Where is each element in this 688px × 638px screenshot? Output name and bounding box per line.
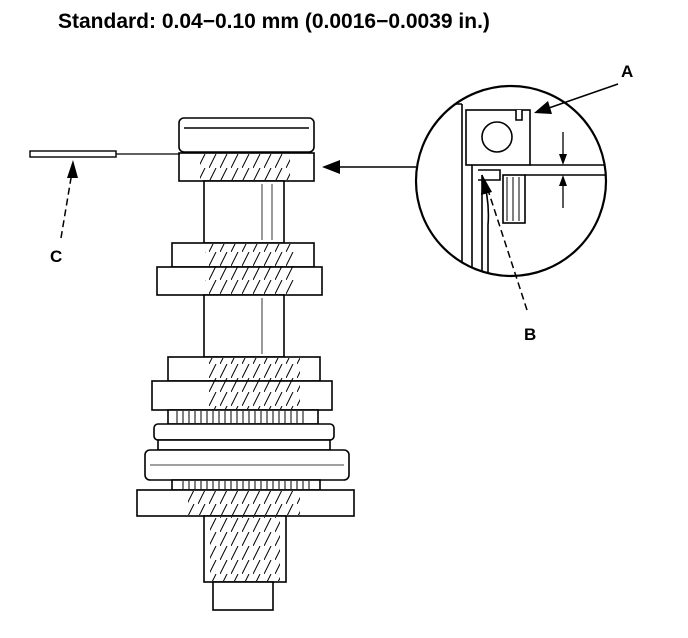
feeler-gauge <box>29 150 180 158</box>
callout-b-leader <box>481 176 528 311</box>
callout-a-label: A <box>621 62 633 81</box>
callout-a-leader <box>534 83 619 114</box>
callout-c-label: C <box>50 247 62 266</box>
shaft-tip <box>212 581 274 611</box>
top-gear-teeth <box>200 154 290 180</box>
page-title: Standard: 0.04−0.10 mm (0.0016−0.0039 in… <box>58 10 490 33</box>
callout-b-label: B <box>524 325 536 344</box>
middle-gear-teeth <box>205 244 295 294</box>
lower-gear-teeth <box>208 358 300 409</box>
lower-shaft-section <box>203 294 285 358</box>
bottom-gear-teeth <box>188 491 300 515</box>
shaft-assembly <box>136 117 355 611</box>
callout-c-leader <box>60 160 78 239</box>
detail-view <box>414 84 608 278</box>
synchro-ring <box>153 423 335 441</box>
top-bearing <box>178 117 315 153</box>
collar <box>157 439 331 451</box>
detail-pointer-arrow <box>322 160 416 174</box>
